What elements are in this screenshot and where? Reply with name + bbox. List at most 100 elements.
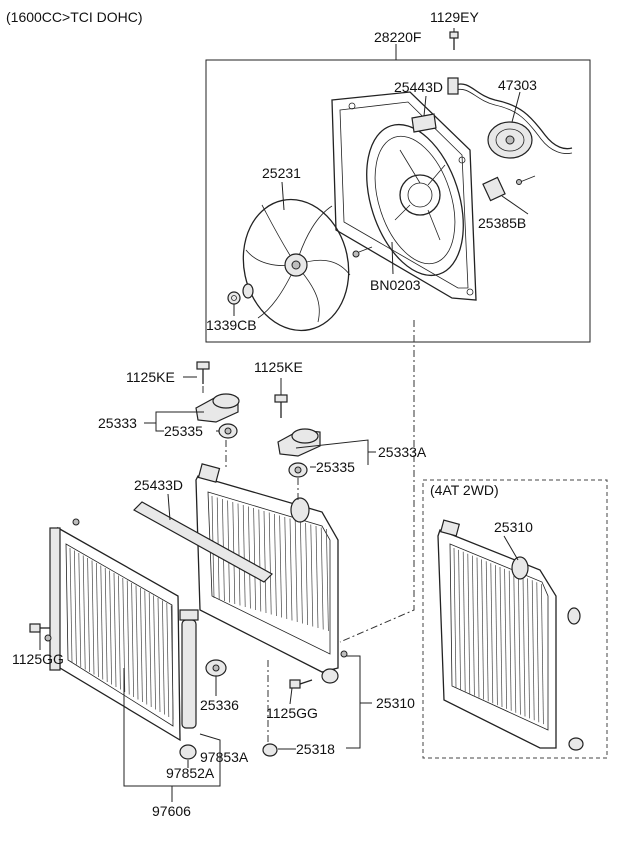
fin-line xyxy=(258,509,262,612)
fin-line xyxy=(499,566,503,708)
fin-line xyxy=(263,510,267,614)
part-label: 1125KE xyxy=(254,359,303,375)
part-label: 97852A xyxy=(166,765,215,781)
fin-line xyxy=(104,567,108,683)
fin-line xyxy=(113,572,117,688)
bolt-1125gg-center xyxy=(289,679,313,689)
fin-line xyxy=(153,595,156,710)
fin-line xyxy=(453,547,457,689)
fin-line xyxy=(170,605,174,720)
fin-line xyxy=(162,600,165,715)
fan-nut xyxy=(227,283,254,305)
part-label: 1125GG xyxy=(266,705,318,721)
fin-line xyxy=(485,561,489,702)
part-label: 1129EY xyxy=(430,9,479,25)
fin-line xyxy=(320,527,324,630)
fin-line xyxy=(126,580,130,695)
fin-line xyxy=(476,557,480,698)
fin-line xyxy=(87,557,90,673)
fin-line xyxy=(522,576,526,717)
fin-line xyxy=(78,552,82,668)
fin-line xyxy=(508,570,512,711)
fin-line xyxy=(100,565,104,680)
fin-line xyxy=(148,592,152,708)
part-label: 25231 xyxy=(262,165,301,181)
fin-line xyxy=(284,516,288,620)
fin-line xyxy=(248,506,251,609)
leader-lines xyxy=(39,28,529,802)
fin-line xyxy=(237,503,241,606)
fin-line xyxy=(166,602,170,718)
part-label: 25335 xyxy=(164,423,203,439)
fin-line xyxy=(541,584,544,725)
part-label: BN0203 xyxy=(370,277,421,293)
upper-mount-left xyxy=(195,361,240,439)
variant-frame xyxy=(422,479,608,759)
fin-line xyxy=(472,555,475,696)
fin-line xyxy=(504,568,507,709)
upper-mount-right xyxy=(274,394,321,478)
part-label: 1339CB xyxy=(206,317,257,333)
fin-line xyxy=(82,555,86,670)
part-label: 25335 xyxy=(316,459,355,475)
bolt-1129ey xyxy=(449,31,459,50)
cooling-fan xyxy=(242,198,351,332)
fan-motor xyxy=(447,77,573,159)
fin-line xyxy=(69,547,73,663)
fin-line xyxy=(74,550,77,665)
part-label: 25336 xyxy=(200,697,239,713)
part-label: 1125GG xyxy=(12,651,64,667)
radiator-4at-2wd xyxy=(437,519,584,751)
part-label: 25333A xyxy=(378,444,427,460)
fin-line xyxy=(531,580,535,721)
fin-line xyxy=(253,507,256,611)
bolt-1125gg-left xyxy=(29,623,50,633)
fin-line xyxy=(536,582,540,723)
fin-line xyxy=(157,597,161,713)
fin-line xyxy=(131,582,134,698)
fin-line xyxy=(274,513,277,617)
fin-line xyxy=(305,522,308,626)
fin-line xyxy=(294,519,298,623)
shroud-screw xyxy=(352,246,373,258)
part-label: 25318 xyxy=(296,741,335,757)
part-label: 25310 xyxy=(376,695,415,711)
fin-line xyxy=(513,572,517,713)
fin-line xyxy=(300,521,303,624)
fin-line xyxy=(279,515,282,618)
fin-line xyxy=(96,562,99,678)
air-guide-strip xyxy=(133,501,273,583)
fin-line xyxy=(481,559,484,700)
fin-line xyxy=(118,575,121,690)
part-label: 25385B xyxy=(478,215,526,231)
fin-line xyxy=(242,504,246,608)
fin-line xyxy=(91,560,95,675)
fin-line xyxy=(458,549,461,690)
fin-line xyxy=(518,574,521,715)
part-label: 25333 xyxy=(98,415,137,431)
condenser xyxy=(44,518,181,742)
fin-line xyxy=(268,512,272,615)
variant-label: (4AT 2WD) xyxy=(430,482,499,498)
fin-line xyxy=(495,565,498,706)
fin-line xyxy=(310,524,314,627)
shroud-bracket xyxy=(411,113,437,133)
part-label: 25433D xyxy=(134,477,183,493)
part-labels: 1129EY 28220F 25443D 47303 25231 25385B … xyxy=(12,9,537,819)
fin-line xyxy=(289,518,293,621)
part-label: 25310 xyxy=(494,519,533,535)
fin-line xyxy=(315,525,319,629)
fin-line xyxy=(326,528,329,632)
receiver-drier xyxy=(179,609,227,760)
fin-line xyxy=(144,590,148,705)
fan-assembly-frame xyxy=(205,59,591,343)
lower-insulator xyxy=(262,743,278,757)
fin-line xyxy=(135,585,139,700)
fin-line xyxy=(109,570,112,685)
part-label: 97606 xyxy=(152,803,191,819)
fan-shroud xyxy=(331,91,477,301)
fin-line xyxy=(527,578,530,719)
fin-line xyxy=(462,551,466,692)
fin-line xyxy=(140,587,143,703)
